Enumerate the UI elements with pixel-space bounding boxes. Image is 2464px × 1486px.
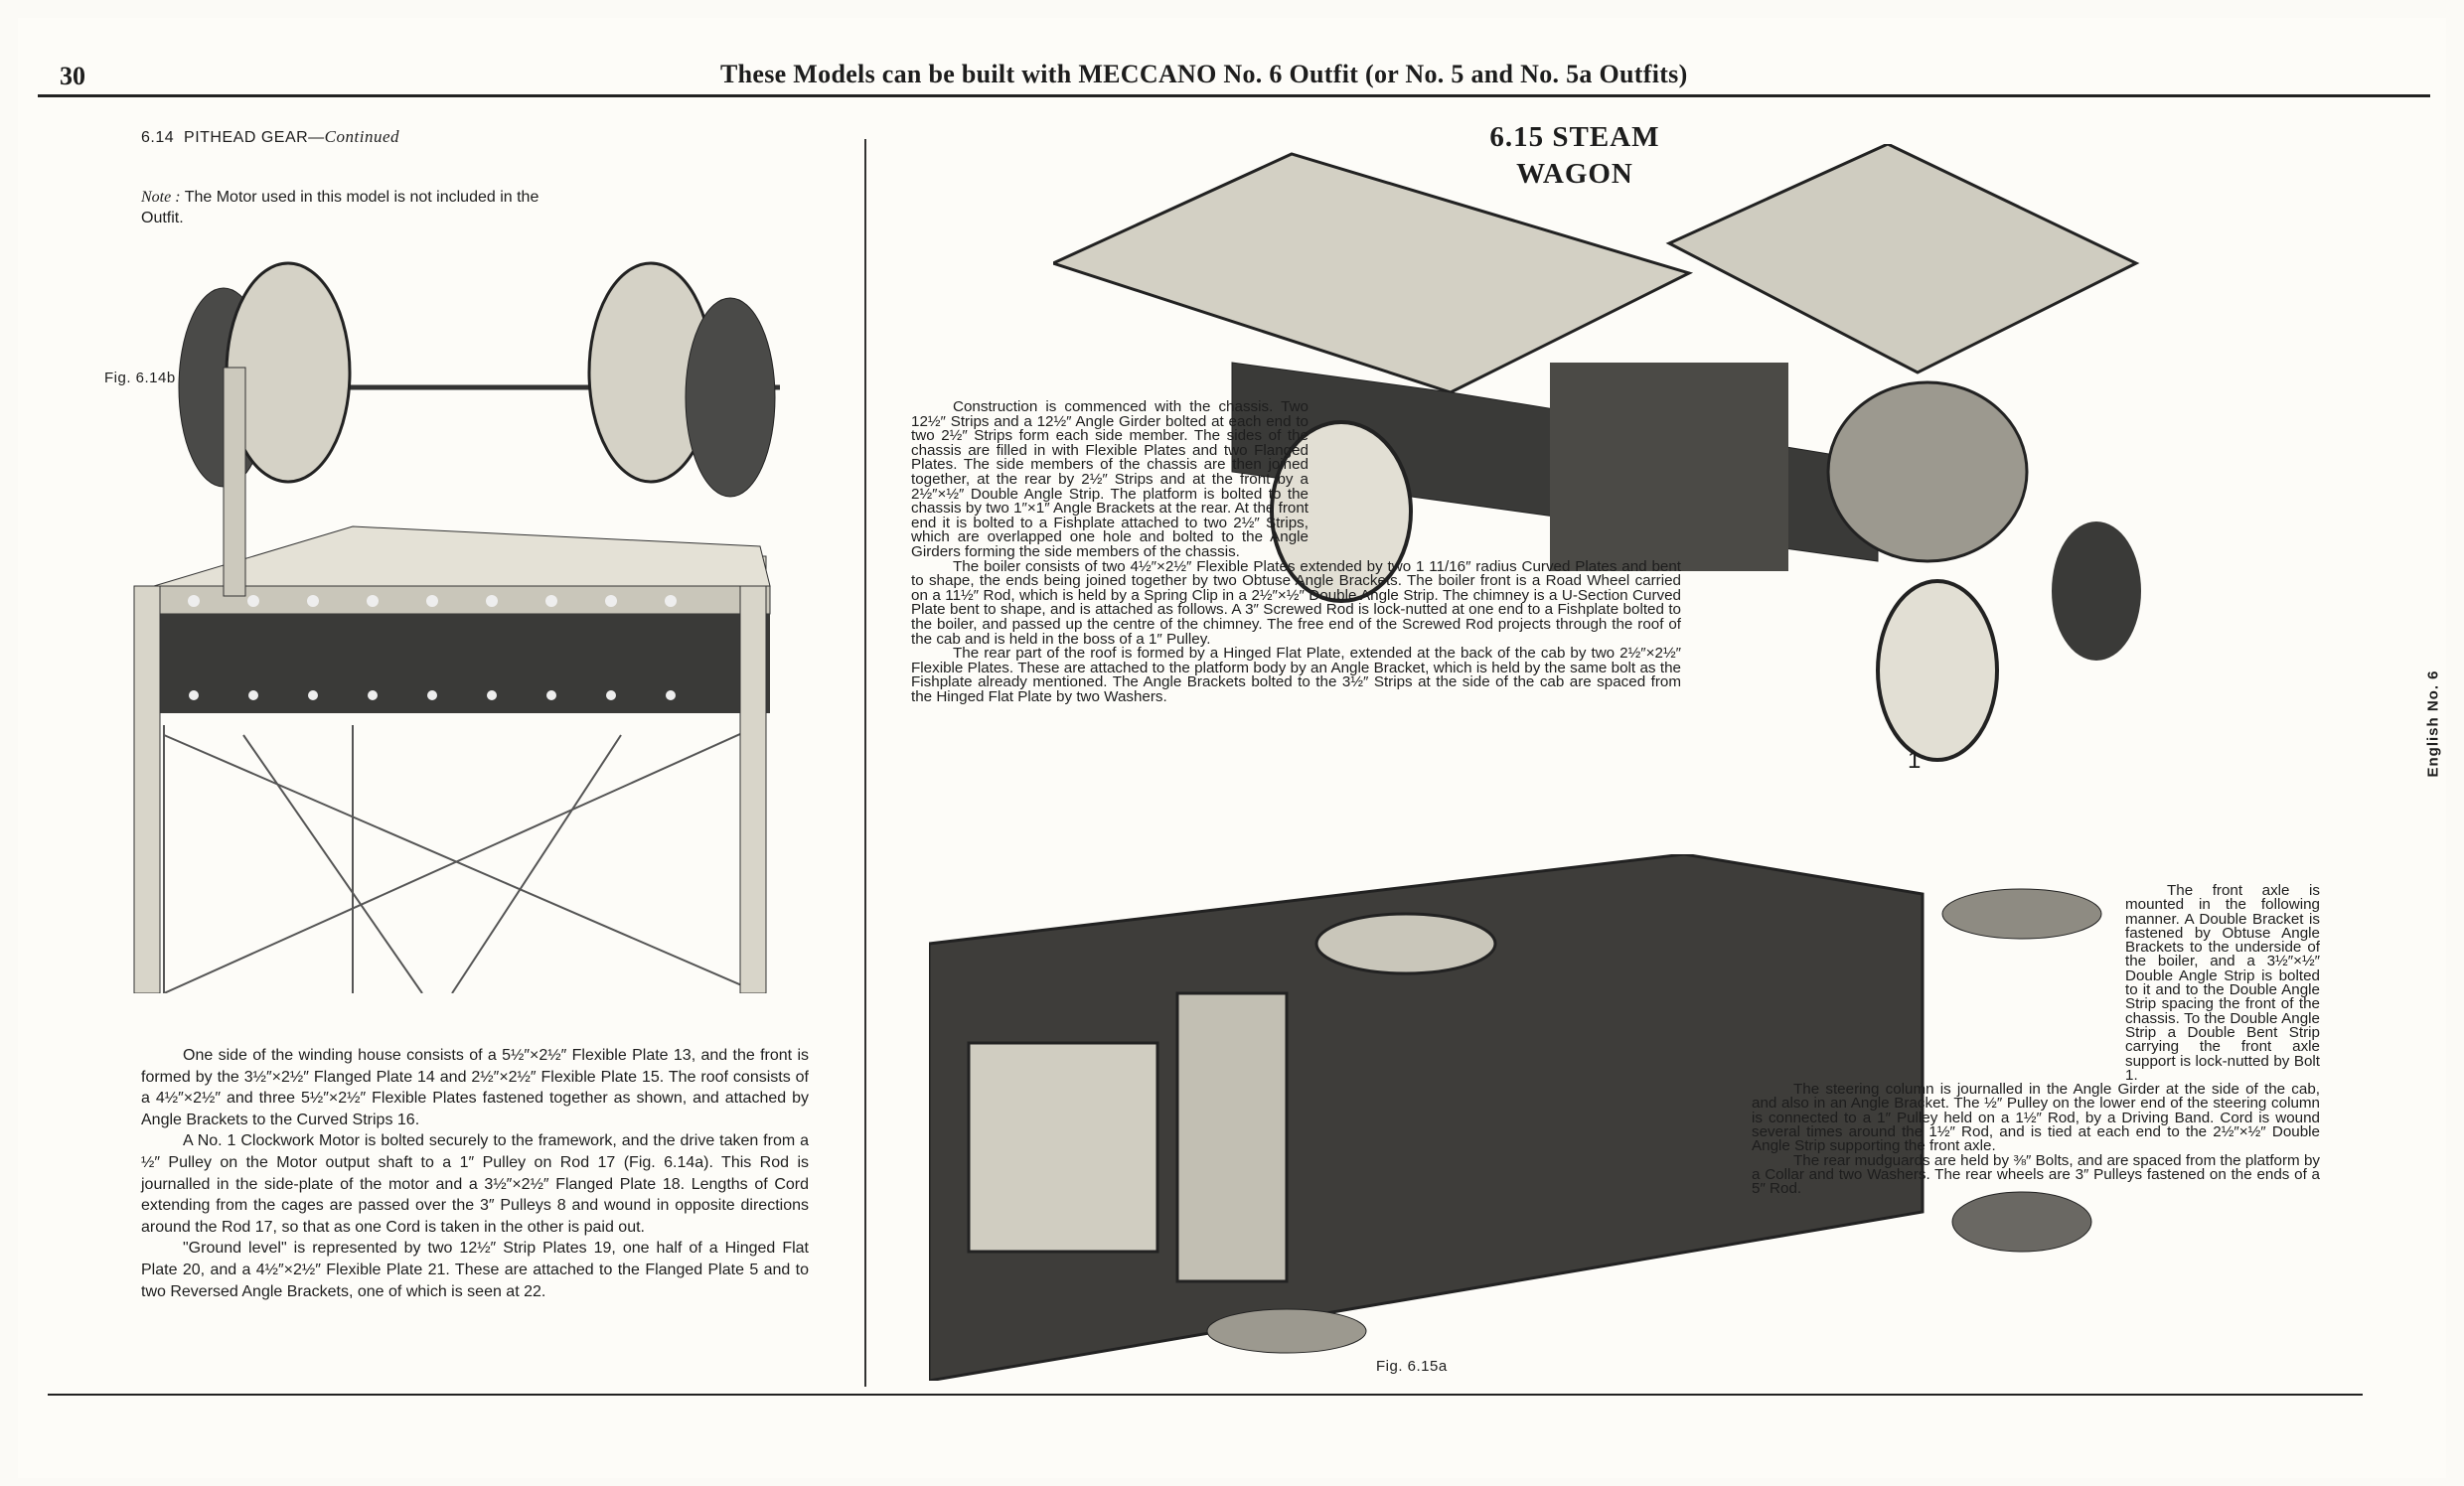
paragraph: The rear mudguards are held by ⅜″ Bolts,…: [1752, 1151, 2320, 1198]
paragraph: "Ground level" is represented by two 12½…: [141, 1240, 809, 1300]
header-rule: [38, 94, 2430, 97]
steam-wagon-illustration: [1053, 144, 2141, 762]
section-suffix: Continued: [324, 127, 400, 146]
paragraph: The rear part of the roof is formed by a…: [911, 645, 1681, 705]
title-line: 6.15 STEAM: [1489, 121, 1660, 153]
section-heading: 6.14 PITHEAD GEAR—Continued: [141, 127, 399, 147]
page-number: 30: [60, 62, 85, 90]
section-number: 6.14: [141, 129, 175, 146]
note-text: The Motor used in this model is not incl…: [141, 189, 539, 226]
note-label: Note :: [141, 189, 181, 206]
steam-wagon-title: 6.15 STEAM WAGON: [1431, 119, 1719, 193]
pithead-gear-text: One side of the winding house consists o…: [141, 1045, 809, 1302]
paragraph: A No. 1 Clockwork Motor is bolted secure…: [141, 1132, 809, 1236]
side-label: English No. 6: [2424, 669, 2442, 778]
paragraph: The boiler consists of two 4½″×2½″ Flexi…: [911, 557, 1681, 648]
note: Note : The Motor used in this model is n…: [141, 187, 578, 228]
section-title: PITHEAD GEAR—: [184, 129, 325, 146]
paragraph: One side of the winding house consists o…: [141, 1047, 809, 1128]
steam-wagon-text-main: Construction is commenced with the chass…: [911, 398, 1681, 705]
steam-wagon-underside-illustration: [929, 854, 2102, 1381]
figure-label-6-14b: Fig. 6.14b: [104, 370, 176, 386]
pithead-gear-illustration: [133, 261, 780, 993]
title-line: WAGON: [1516, 158, 1633, 190]
page-header: These Models can be built with MECCANO N…: [720, 60, 1688, 88]
paragraph: Construction is commenced with the chass…: [911, 398, 1309, 560]
paragraph: The front axle is mounted in the followi…: [2125, 882, 2320, 1084]
column-divider: [864, 139, 866, 1387]
callout-label-1: 1: [1908, 747, 1922, 774]
figure-label-6-15a: Fig. 6.15a: [1376, 1358, 1448, 1375]
paragraph: The steering column is journalled in the…: [1752, 1081, 2320, 1155]
footer-rule: [48, 1394, 2363, 1396]
steam-wagon-text-side: The front axle is mounted in the followi…: [1752, 882, 2320, 1198]
